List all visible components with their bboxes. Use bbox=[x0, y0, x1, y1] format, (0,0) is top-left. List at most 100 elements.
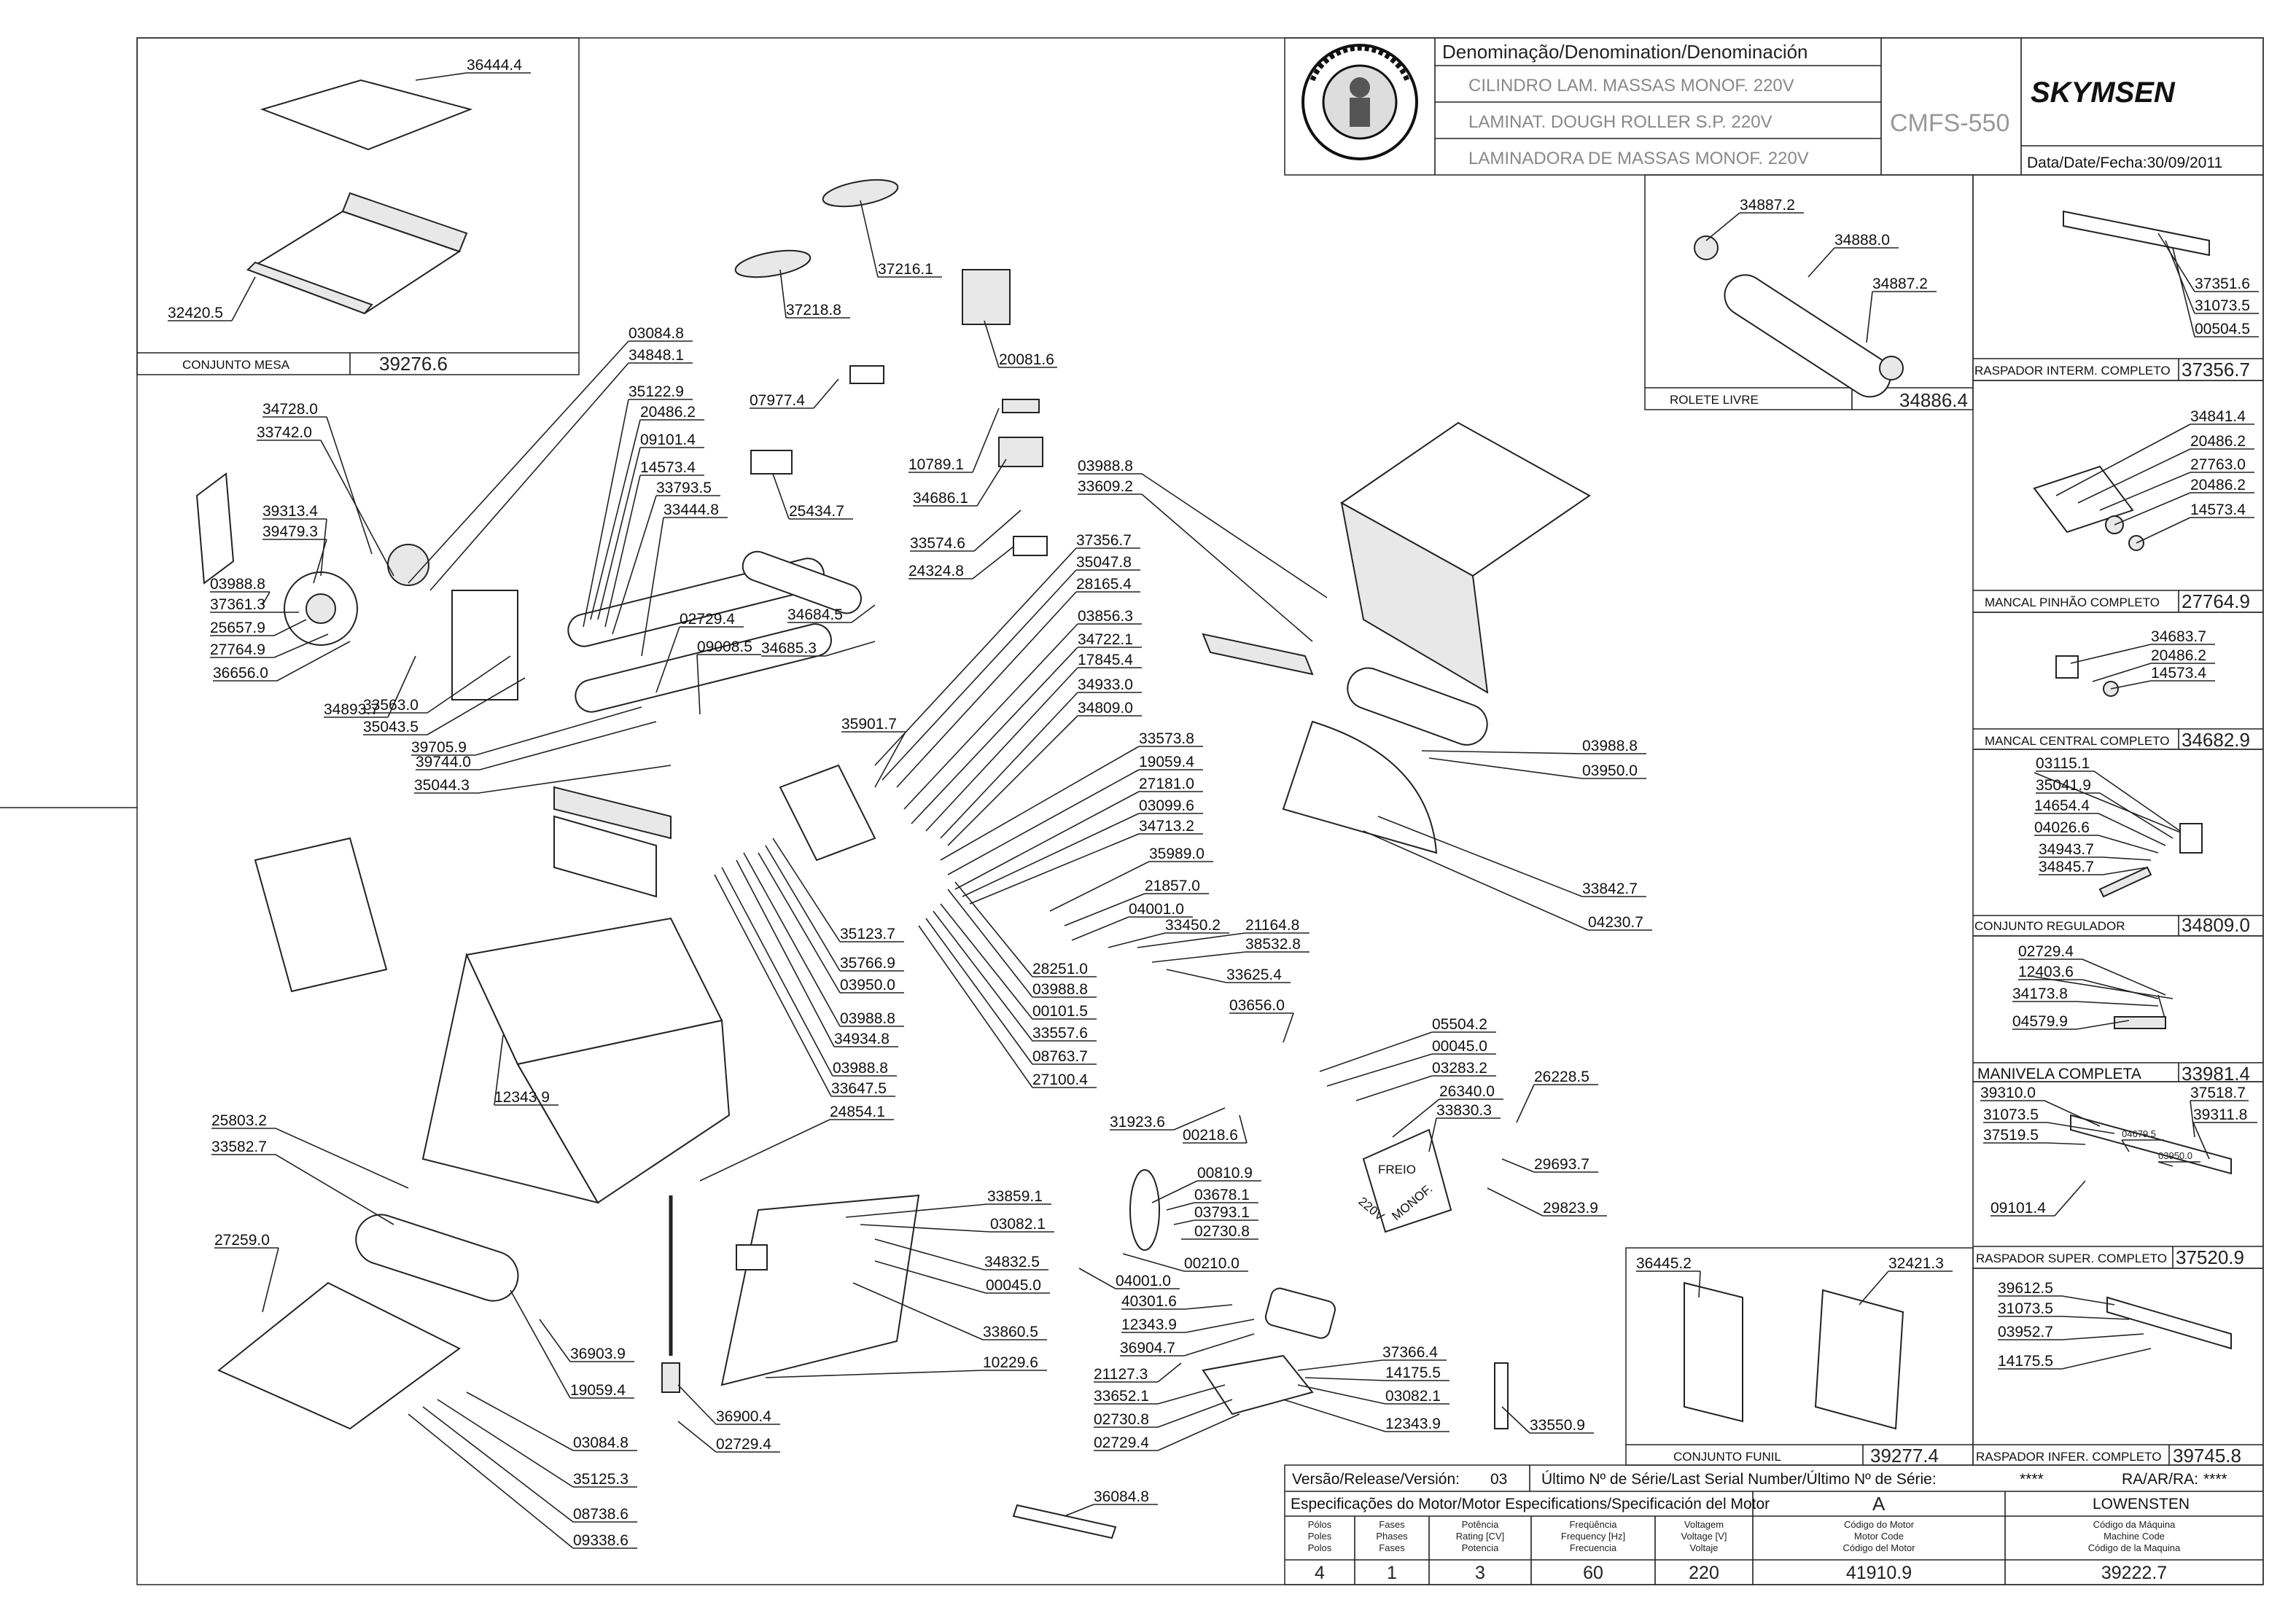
leader-line bbox=[1064, 893, 1145, 926]
part-label: 02729.4 bbox=[716, 1436, 771, 1453]
part-label: 34809.0 bbox=[1078, 700, 1133, 717]
leader-line bbox=[2054, 1180, 2086, 1217]
leader-line bbox=[699, 1119, 830, 1182]
part-label: 33859.1 bbox=[987, 1188, 1043, 1205]
leader-line bbox=[1157, 1399, 1233, 1428]
leader-line bbox=[2047, 1122, 2115, 1134]
part-label: 19059.4 bbox=[570, 1382, 626, 1399]
part-label: 03283.2 bbox=[1432, 1060, 1487, 1077]
part-label: 34888.0 bbox=[1834, 232, 1890, 249]
motor-spec-col-0-value: 4 bbox=[1315, 1563, 1325, 1583]
part-label: 34173.8 bbox=[2012, 985, 2068, 1002]
leader-line bbox=[1185, 1319, 1255, 1333]
drawing-frame bbox=[136, 37, 2264, 1585]
leader-line bbox=[275, 1154, 394, 1225]
part-label: 04001.0 bbox=[1116, 1273, 1171, 1289]
part-label: 39479.3 bbox=[262, 523, 318, 540]
regulador-code: 34809.0 bbox=[2182, 914, 2250, 936]
leader-line bbox=[2102, 856, 2152, 861]
motor-spec-col-2-h2: Rating [CV] bbox=[1456, 1531, 1504, 1542]
manivela-name: MANIVELA COMPLETA bbox=[1977, 1066, 2141, 1082]
serial-label: Último Nº de Série/Last Serial Number/Úl… bbox=[1541, 1471, 1937, 1488]
part-label: 33625.4 bbox=[1226, 967, 1282, 983]
part-label: 33842.7 bbox=[1582, 881, 1638, 897]
motor-spec-columns: PólosPolesPolos4FasesPhasesFases1Potênci… bbox=[1308, 1519, 2181, 1583]
part-label: 33793.5 bbox=[656, 480, 712, 496]
motor-spec-col-3-value: 60 bbox=[1583, 1563, 1603, 1583]
part-label: 33550.9 bbox=[1530, 1417, 1585, 1434]
part-label: 32420.5 bbox=[168, 305, 223, 321]
leader-line bbox=[947, 769, 1140, 875]
leader-line bbox=[275, 1128, 409, 1189]
leader-line bbox=[2114, 492, 2191, 526]
leader-line bbox=[1049, 861, 1150, 912]
shield bbox=[1282, 720, 1438, 854]
part-label: 03988.8 bbox=[1582, 738, 1638, 754]
part-label: 39612.5 bbox=[1998, 1280, 2053, 1297]
leader-line bbox=[918, 925, 1033, 1088]
motor-spec-col-2-h3: Potencia bbox=[1462, 1542, 1499, 1553]
part-label: 03950.0 bbox=[840, 977, 895, 993]
leader-line bbox=[262, 591, 271, 606]
part-label: 24324.8 bbox=[908, 563, 964, 579]
leader-line bbox=[612, 495, 657, 635]
leader-line bbox=[231, 276, 256, 321]
part-label: 35123.7 bbox=[840, 926, 895, 942]
part-label: 27100.4 bbox=[1032, 1071, 1088, 1088]
part-label: 00218.6 bbox=[1183, 1127, 1238, 1144]
title-block: Denominação/Denomination/Denominación CI… bbox=[1284, 37, 2264, 176]
part-label: 02729.4 bbox=[1094, 1434, 1149, 1451]
part-label: 25657.9 bbox=[210, 620, 265, 636]
leader-line bbox=[940, 746, 1140, 861]
part-label: 03988.8 bbox=[833, 1060, 888, 1077]
part-label: 39313.4 bbox=[262, 503, 318, 520]
part-label: 25803.2 bbox=[211, 1112, 267, 1129]
part-label: 14175.5 bbox=[1998, 1353, 2053, 1370]
part-label: 26228.5 bbox=[1534, 1069, 1589, 1085]
motor-spec-col-4-h1: Voltagem bbox=[1684, 1519, 1724, 1530]
part-label: 21127.3 bbox=[1094, 1366, 1148, 1383]
part-label: 20486.2 bbox=[2190, 477, 2246, 493]
mancal-pinhao-name: MANCAL PINHÃO COMPLETO bbox=[1985, 596, 2160, 609]
part-label: 34722.1 bbox=[1078, 631, 1133, 648]
left-housing bbox=[451, 590, 518, 700]
leader-line bbox=[408, 1413, 574, 1549]
part-label: 33860.5 bbox=[983, 1324, 1038, 1340]
leader-line bbox=[925, 918, 1033, 1065]
part-label: 36444.4 bbox=[467, 57, 522, 74]
mancal-pinhao-code: 27764.9 bbox=[2182, 590, 2250, 612]
leader-line bbox=[874, 547, 1077, 766]
leader-line bbox=[313, 539, 327, 584]
leader-line bbox=[2076, 1020, 2130, 1030]
leader-line bbox=[479, 721, 657, 770]
motor-spec-col-1-h1: Fases bbox=[1379, 1519, 1405, 1530]
leader-line bbox=[1304, 1377, 1386, 1381]
leader-line bbox=[947, 889, 1033, 998]
leader-line bbox=[387, 655, 416, 718]
leader-line bbox=[262, 1247, 279, 1313]
leader-line bbox=[677, 1384, 717, 1425]
part-label: 05504.2 bbox=[1432, 1016, 1487, 1033]
leader-line bbox=[874, 1260, 986, 1294]
leader-line bbox=[860, 1224, 991, 1233]
part-label: 24854.1 bbox=[830, 1104, 885, 1120]
leader-line bbox=[874, 1238, 985, 1270]
leader-line bbox=[736, 859, 835, 1047]
leader-line bbox=[427, 677, 526, 735]
part-label: 37519.5 bbox=[1983, 1127, 2039, 1144]
part-label: 37361.3 bbox=[210, 596, 265, 613]
part-label: 35901.7 bbox=[841, 716, 897, 733]
leader-line bbox=[2070, 644, 2152, 664]
raspador-super-name: RASPADOR SUPER. COMPLETO bbox=[1976, 1252, 2167, 1265]
brand-logo: SKYMSEN bbox=[2031, 77, 2176, 109]
part-label: 28251.0 bbox=[1032, 961, 1088, 977]
leader-line bbox=[1283, 1012, 1294, 1043]
leader-line bbox=[2061, 1316, 2130, 1320]
part-label: 34686.1 bbox=[913, 490, 968, 507]
leader-line bbox=[1283, 1399, 1386, 1432]
leader-line bbox=[597, 447, 641, 620]
part-label: 09008.5 bbox=[697, 639, 752, 655]
part-label: 37518.7 bbox=[2190, 1085, 2246, 1101]
part-label: 03950.0 bbox=[2158, 1150, 2192, 1161]
part-label: 33450.2 bbox=[1165, 917, 1221, 934]
